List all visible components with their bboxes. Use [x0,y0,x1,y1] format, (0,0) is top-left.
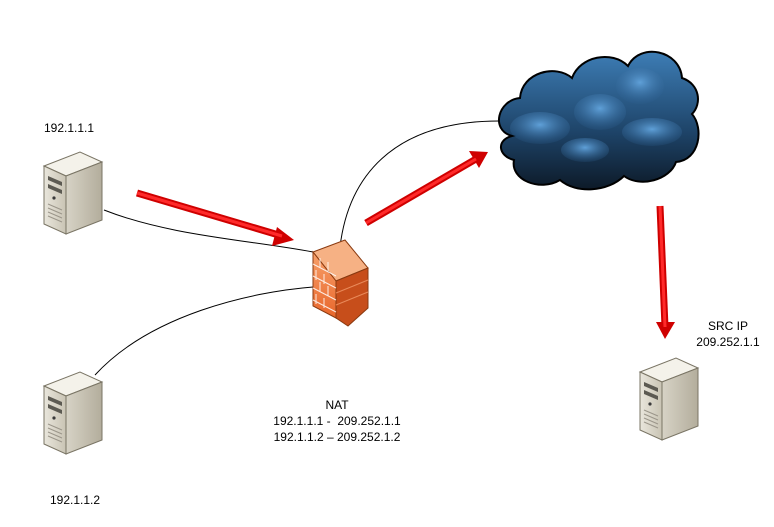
host-a-server-icon [43,151,103,235]
firewall-icon [312,239,369,327]
nat-title: NAT [325,398,349,412]
link-host-a-to-firewall [103,209,314,253]
nat-mapping-1: 192.1.1.1 - 209.252.1.1 [273,414,401,428]
flow-arrow-cloud-to-destination [656,205,675,339]
destination-server-icon [639,357,699,441]
link-firewall-to-cloud [339,120,503,248]
host-b-server-icon [43,371,103,455]
nat-mapping-2: 192.1.1.2 – 209.252.1.2 [273,430,401,444]
link-host-b-to-firewall [94,286,314,376]
flow-arrow-host-a-to-firewall [136,189,294,246]
destination-label-line1: SRC IP [707,319,748,333]
flow-arrow-firewall-to-cloud [364,151,488,227]
destination-label-line2: 209.252.1.1 [696,335,760,349]
cloud-icon [498,50,700,191]
host-a-ip-label: 192.1.1.1 [44,121,95,135]
host-b-ip-label: 192.1.1.2 [50,493,101,507]
destination-label: SRC IP 209.252.1.1 [690,318,766,350]
nat-table: NAT 192.1.1.1 - 209.252.1.1 192.1.1.2 – … [262,397,412,445]
